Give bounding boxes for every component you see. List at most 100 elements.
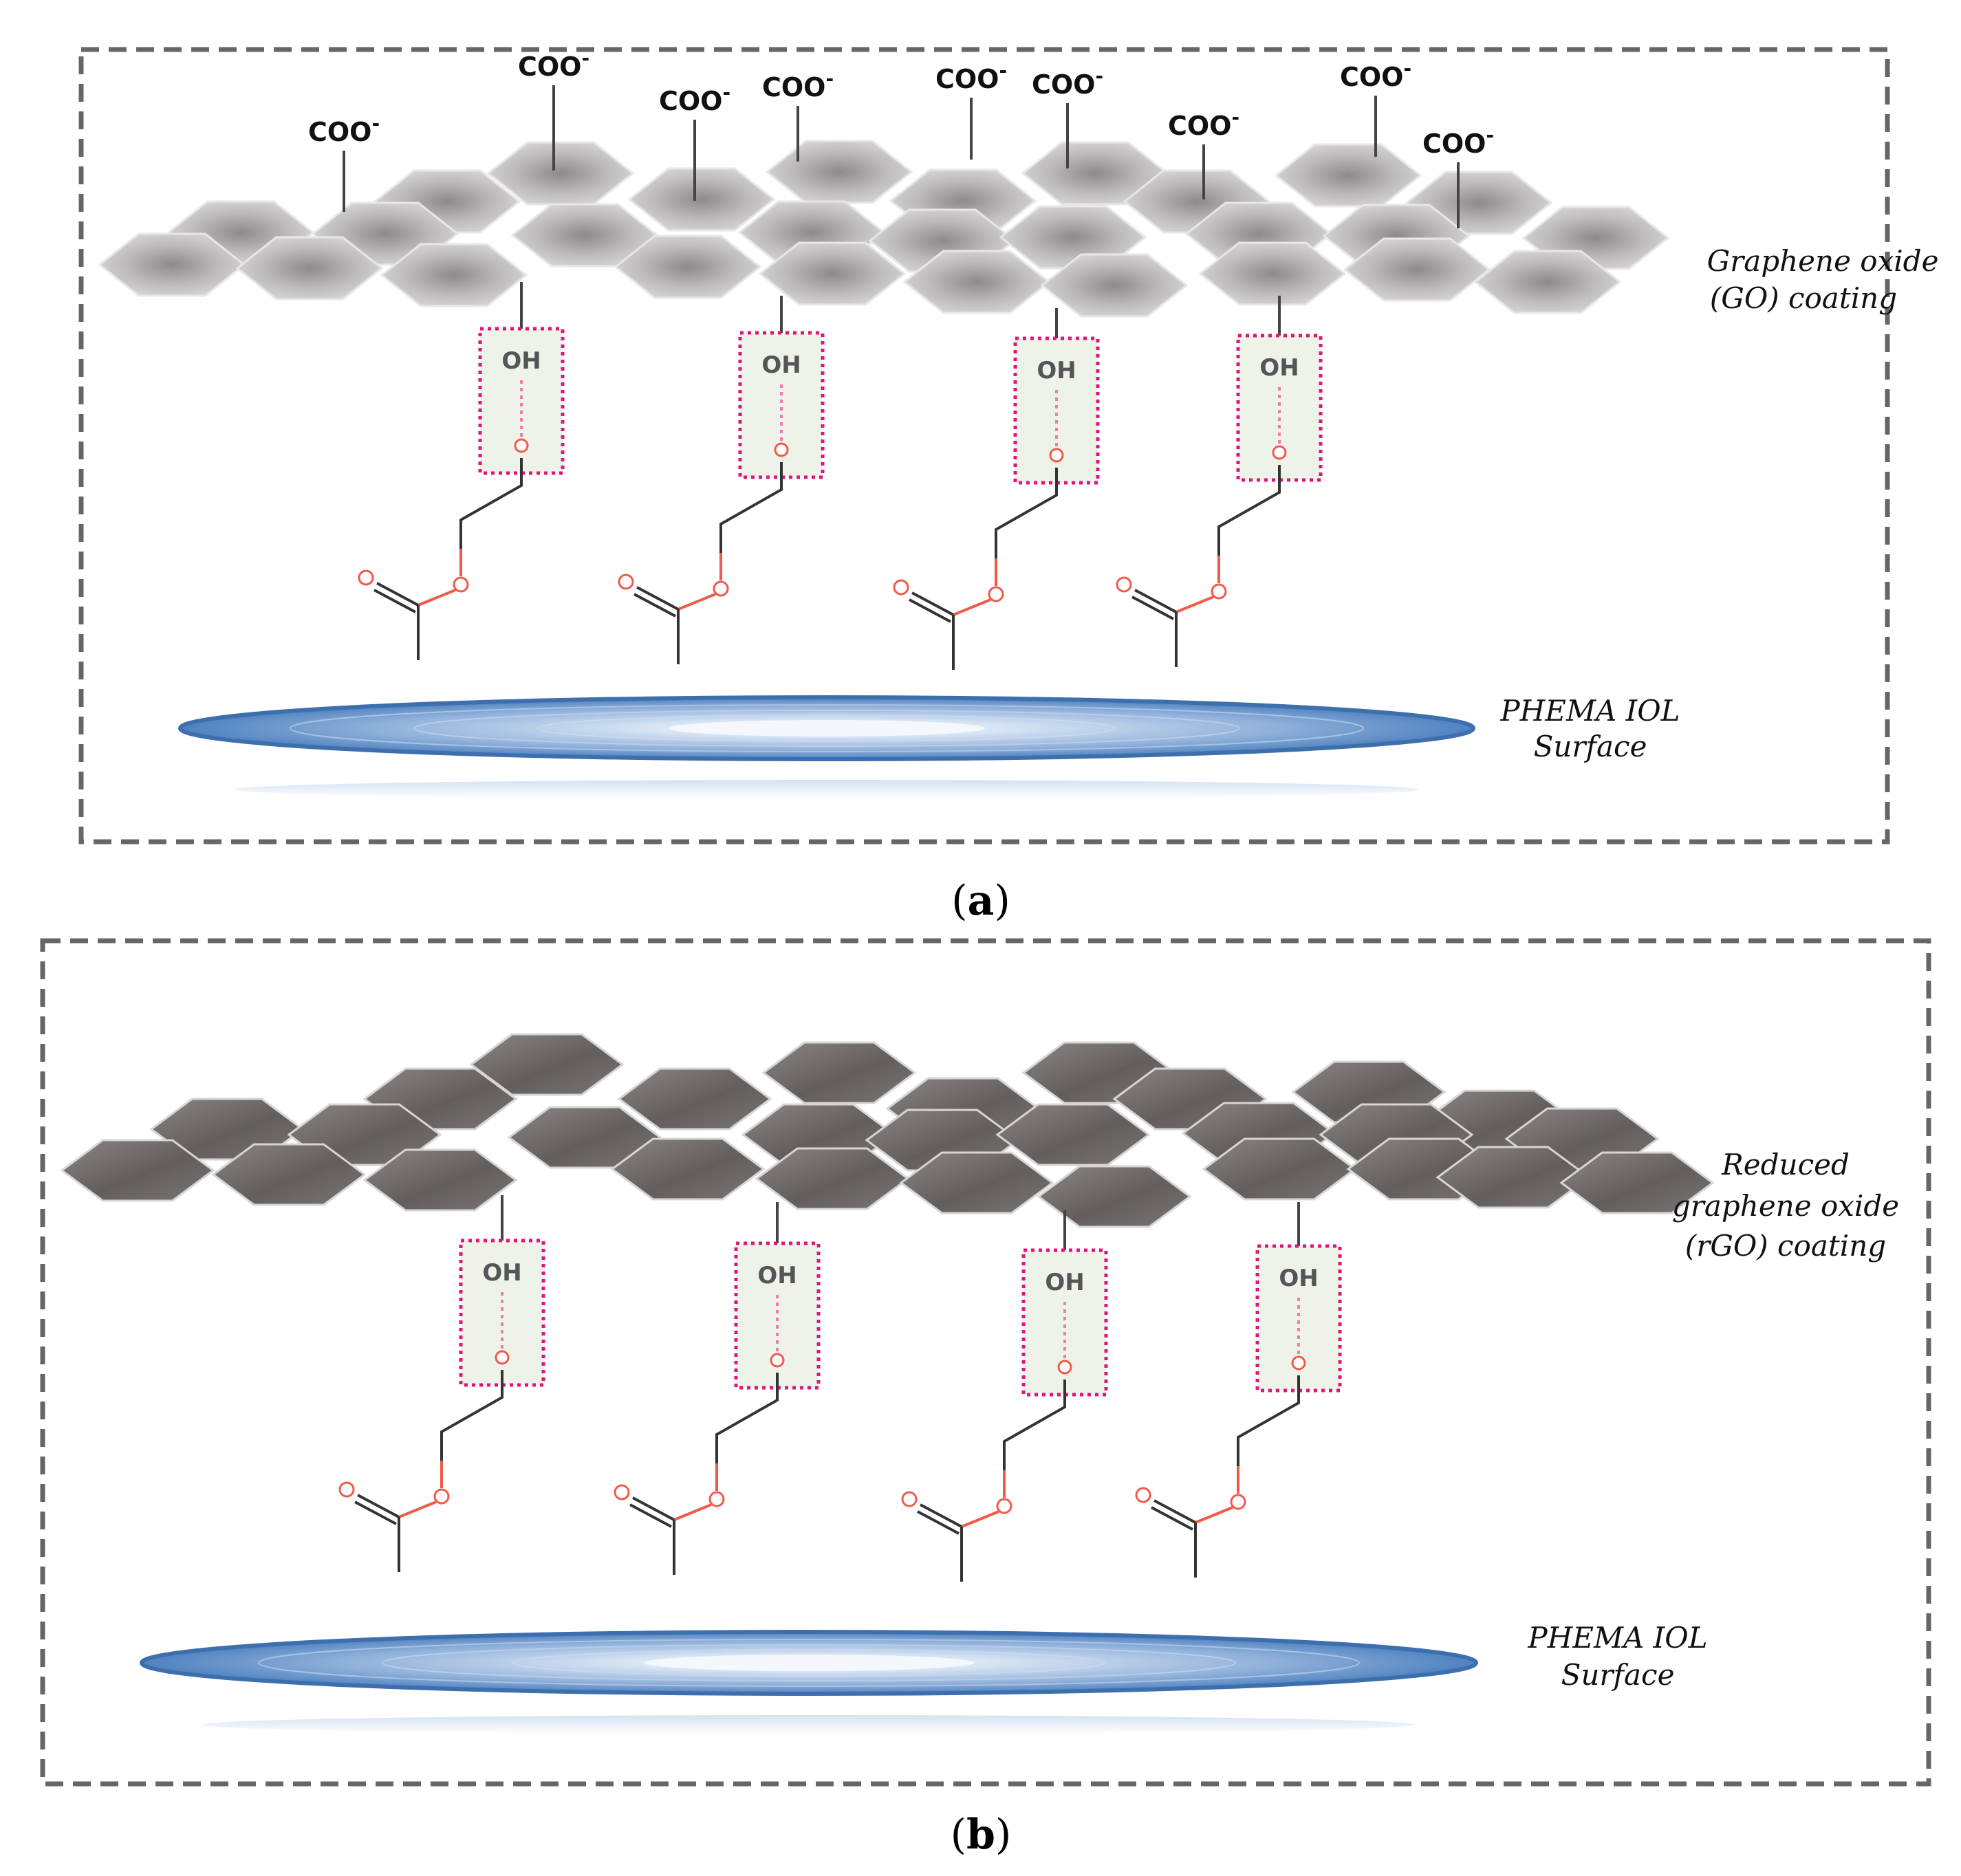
graphene-hexagon-icon [486,141,635,206]
carbonyl-oxygen [1135,1487,1151,1503]
panel-b: OH OH OH OH Reduced graphene oxide (rGO) co… [40,938,1931,1859]
carboxylate-group: COO- [1032,65,1103,168]
graphene-hexagon-icon [758,241,907,306]
hema-linkers-b: OH OH OH OH [338,1195,1342,1582]
oxygen-atom [514,438,529,453]
carbonyl-oxygen [338,1481,355,1498]
lens-surface-a [178,695,1475,799]
reduced-graphene-oxide-sheet [60,1033,1715,1228]
graphene-hexagon-icon [380,243,528,307]
surface-label-b-line2: Surface [1561,1658,1675,1692]
coo-charge: - [1231,106,1239,129]
oxygen-atom [1049,448,1064,463]
graphene-oxide-sheet [98,140,1670,318]
graphene-hexagon-icon [765,140,913,204]
graphene-hexagon-icon [899,1151,1054,1214]
carboxylate-group: COO- [659,81,730,201]
panel-a-frame [78,47,1890,844]
hydrogen-bond-box [738,331,825,479]
caption-a: (a) [951,877,1010,925]
coo-charge: - [371,112,380,135]
coo-label: COO- [1032,65,1103,100]
graphene-hexagon-icon [617,1067,772,1131]
graphene-hexagon-icon [1037,1165,1192,1228]
hema-linker: OH [901,1210,1108,1582]
rgo-coating-label-line1: Reduced [1721,1148,1850,1181]
oxygen-atom [1057,1360,1072,1375]
lens-surface-b [140,1630,1478,1734]
graphene-hexagon-icon [999,205,1147,270]
ester-oxygen [1230,1494,1246,1510]
ester-oxygen [1211,583,1227,600]
coo-label: COO- [659,81,730,116]
ester-oxygen [708,1491,725,1507]
coo-label: COO- [1168,106,1239,141]
carboxylate-group: COO- [518,47,589,171]
carbonyl-oxygen [618,574,634,590]
oxygen-atom [495,1350,510,1365]
carboxylate-group: COO- [762,67,834,162]
hema-linker: OH [338,1195,545,1572]
graphene-hexagon-icon [60,1139,215,1202]
coo-label: COO- [762,67,834,102]
oxygen-atom [1291,1355,1306,1371]
graphene-hexagon-icon [1040,253,1189,318]
graphene-hexagon-icon [1473,250,1622,314]
hydroxyl-label: OH [1279,1265,1318,1292]
carboxylate-group: COO- [1340,57,1411,157]
graphene-hexagon-icon [995,1103,1151,1166]
hydroxyl-label: OH [501,347,541,375]
graphene-hexagon-icon [235,236,384,301]
hema-linker: OH [1116,296,1323,667]
graphene-hexagon-icon [610,1137,766,1201]
coo-charge: - [581,47,589,69]
oxygen-atom [774,442,789,457]
go-coating-label-line2: (GO) coating [1710,281,1897,315]
panel-a: COO- COO- COO- COO- COO- COO- COO- COO- COO- OH O… [78,47,1938,925]
carboxylate-group: COO- [1168,106,1239,199]
panel-b-frame [40,938,1931,1787]
oxygen-atom [1272,445,1287,460]
graphene-hexagon-icon [362,1148,518,1212]
graphene-hexagon-icon [1198,241,1347,306]
carboxylate-group: COO- [935,59,1007,160]
hema-linker: OH [614,1202,821,1575]
coo-charge: - [1403,57,1411,80]
coo-label: COO- [1422,124,1494,159]
surface-label-b-line1: PHEMA IOL [1527,1621,1707,1655]
hema-linker: OH [893,308,1100,670]
rgo-coating-label-line3: (rGO) coating [1685,1229,1886,1263]
rgo-coating-label-line2: graphene oxide [1672,1189,1899,1223]
carboxylate-groups: COO- COO- COO- COO- COO- COO- COO- COO- COO- [308,47,1494,228]
coo-label: COO- [518,47,589,82]
oxygen-atom [770,1353,785,1368]
hydroxyl-label: OH [1259,354,1299,382]
graphene-hexagon-icon [1343,237,1491,302]
hydroxyl-label: OH [757,1262,797,1289]
ester-oxygen [433,1488,450,1505]
ester-oxygen [713,580,729,597]
hema-linker: OH [618,296,825,664]
carboxylate-group: COO- [1422,124,1494,228]
carbonyl-oxygen [1116,576,1132,593]
coo-label: COO- [1340,57,1411,92]
hema-linker: OH [1135,1202,1342,1578]
carbonyl-oxygen [358,569,374,586]
carboxylate-group: COO- [308,112,380,212]
carbonyl-oxygen [893,579,909,596]
surface-label-a-line2: Surface [1534,730,1647,763]
coo-label: COO- [308,112,380,147]
hydroxyl-label: OH [761,351,801,379]
surface-label-a-line1: PHEMA IOL [1499,694,1680,728]
graphene-hexagon-icon [761,1041,917,1104]
ester-oxygen [996,1498,1012,1514]
coo-charge: - [825,67,834,90]
caption-b: (b) [951,1811,1012,1859]
carbonyl-oxygen [901,1491,918,1507]
coo-label: COO- [935,59,1007,94]
coo-charge: - [722,81,730,104]
ester-oxygen [988,586,1004,602]
ester-oxygen [453,576,469,593]
graphene-hexagon-icon [211,1143,367,1206]
graphene-hexagon-icon [1274,143,1422,208]
